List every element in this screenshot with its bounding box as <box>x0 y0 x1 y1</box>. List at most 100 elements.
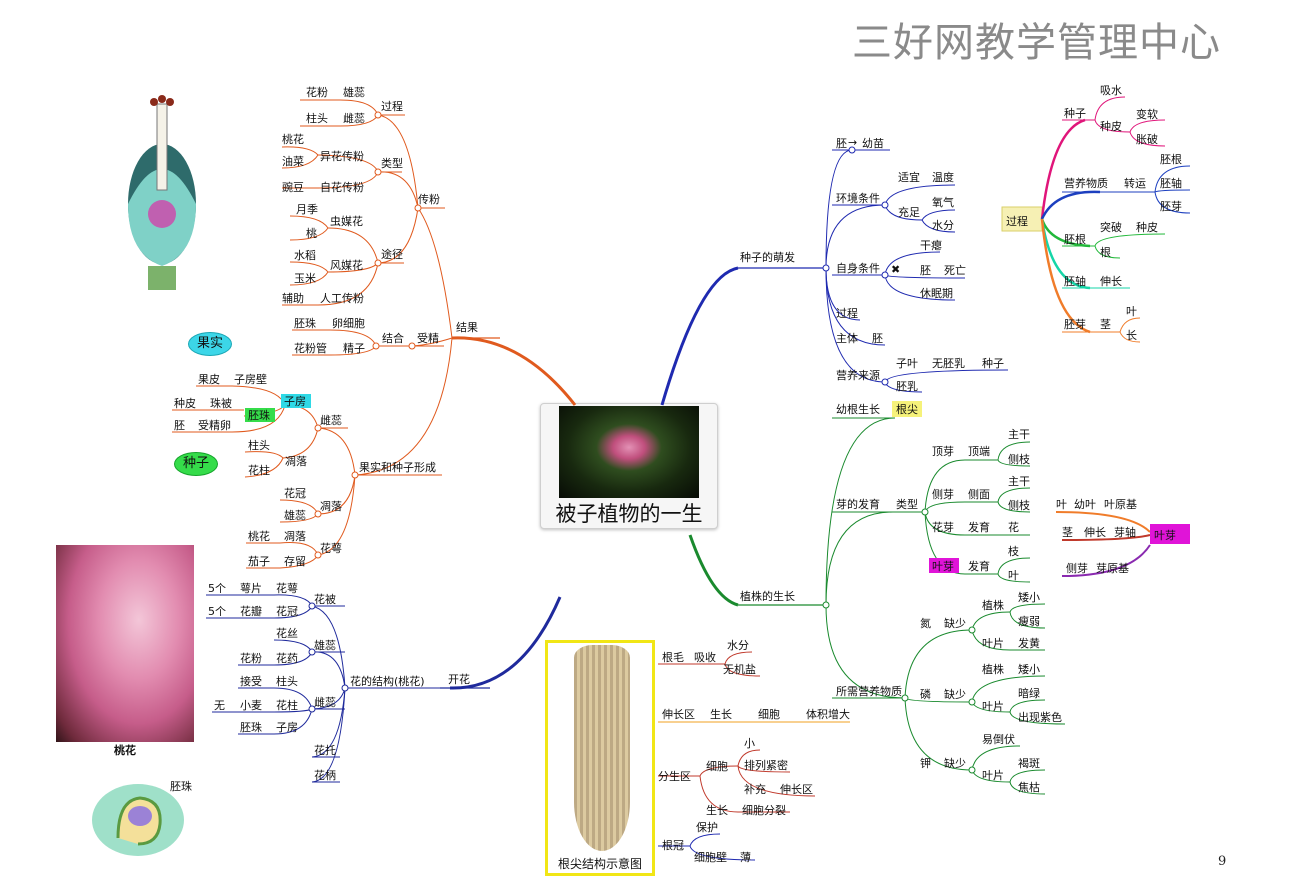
zifangbi-label: 子房壁 <box>234 372 267 386</box>
zifang-k-label: 子房 <box>276 721 298 734</box>
queshao2-label: 缺少 <box>944 687 966 701</box>
yazhou-label: 芽轴 <box>1114 525 1136 539</box>
genmao-label: 根毛 <box>662 650 684 664</box>
watermark-title: 三好网教学管理中心 <box>852 20 1221 66</box>
qiezi-label: 茄子 <box>248 554 270 568</box>
branch-line-mengfa <box>660 266 739 406</box>
xiongrui2-label: 雄蕊 <box>284 508 306 522</box>
tujing-label: 途径 <box>381 247 403 261</box>
huayao-label: 花药 <box>276 652 298 665</box>
genjian-tag: 根尖 <box>896 402 918 416</box>
queshao3-label: 缺少 <box>944 756 966 770</box>
root-tip-caption: 根尖结构示意图 <box>557 857 642 871</box>
genguan-label: 根冠 <box>662 838 684 852</box>
jing-label: 茎 <box>1100 318 1111 331</box>
diaoluo-label: 凋落 <box>285 455 307 468</box>
fruit-tag: 果实 <box>188 332 232 356</box>
center-node: 被子植物的一生 <box>540 403 718 529</box>
xiao-label: 小 <box>744 737 755 750</box>
cezhi-label: 侧枝 <box>1008 452 1030 466</box>
yeya-tag: 叶芽 <box>932 559 954 573</box>
shengzhang2-label: 生长 <box>706 803 728 817</box>
wu-label: 无 <box>214 699 225 712</box>
fayu-label: 发育 <box>968 520 990 534</box>
xiumianqi-label: 休眠期 <box>920 287 953 300</box>
branch-line-jieguo <box>451 336 577 406</box>
guoshi-xingcheng-label: 果实和种子形成 <box>359 460 436 474</box>
peizhou2-label: 胚轴 <box>1064 274 1086 288</box>
huabing-label: 花柄 <box>314 769 336 782</box>
seed-tag: 种子 <box>174 452 218 476</box>
peizhu-k-label: 胚珠 <box>240 720 262 734</box>
zhubei-label: 珠被 <box>210 396 232 410</box>
xiongrui-label: 雄蕊 <box>343 85 365 99</box>
huazhu-k-label: 花柱 <box>276 698 298 712</box>
yougen-label: 幼根生长 <box>836 402 880 416</box>
wuge1-label: 5个 <box>208 582 226 595</box>
cunliu-label: 存留 <box>284 554 306 568</box>
xiaomai-label: 小麦 <box>240 699 262 712</box>
huatuo-label: 花托 <box>314 743 336 757</box>
yayuanji-label: 芽原基 <box>1096 561 1129 575</box>
pei2-m-label: 胚 <box>920 264 931 277</box>
cemian-label: 侧面 <box>968 488 990 501</box>
youmiao-label: 幼苗 <box>862 137 884 150</box>
luanxibao-label: 卵细胞 <box>332 317 365 330</box>
xibao2-label: 细胞 <box>706 760 728 773</box>
yingyang-laiyuan-label: 营养来源 <box>836 368 880 382</box>
jieguo-label: 结果 <box>456 321 478 334</box>
ceya2-label: 侧芽 <box>1066 561 1088 575</box>
tupo-label: 突破 <box>1100 220 1122 234</box>
yepian1-label: 叶片 <box>982 637 1004 650</box>
pei-m-label: 胚 <box>836 137 847 150</box>
zifang-tag: 子房 <box>284 395 306 408</box>
yumi-label: 玉米 <box>294 272 316 285</box>
zishen-label: 自身条件 <box>836 261 880 275</box>
gen-label: 根 <box>1100 245 1111 259</box>
biruan-label: 变软 <box>1136 107 1158 121</box>
jingzi-label: 精子 <box>343 342 365 355</box>
zhuanyun-label: 转运 <box>1124 176 1146 190</box>
yangqi-label: 氧气 <box>932 195 954 209</box>
zhangpo-label: 胀破 <box>1136 132 1158 146</box>
shenchangqu2-label: 伸长区 <box>780 783 813 796</box>
buchong-label: 补充 <box>744 782 766 796</box>
guocheng-box-label: 过程 <box>1006 215 1028 228</box>
fenshengqu-label: 分生区 <box>658 769 691 783</box>
zhugan2-label: 主干 <box>1008 475 1030 488</box>
yeya-box-tag: 叶芽 <box>1154 528 1176 542</box>
peach-flower-photo <box>56 545 194 742</box>
peigen2-label: 胚根 <box>1064 232 1086 246</box>
huae-label: 花萼 <box>320 542 342 555</box>
cirui-k-label: 雌蕊 <box>314 695 336 709</box>
dingduan-label: 顶端 <box>968 445 990 458</box>
fuzhu-label: 辅助 <box>282 291 304 305</box>
peach-caption: 桃花 <box>114 744 136 757</box>
ovule-illustration <box>92 784 184 856</box>
taohua2-label: 桃花 <box>248 529 270 543</box>
shenchang-m-label: 伸长 <box>1100 275 1122 288</box>
page-number: 9 <box>1218 854 1227 869</box>
peiya-label: 胚芽 <box>1160 199 1182 213</box>
queshao1-label: 缺少 <box>944 616 966 630</box>
xishou-label: 吸收 <box>694 650 716 664</box>
shoujing-label: 受精 <box>417 332 439 345</box>
huaban-label: 花瓣 <box>240 604 262 618</box>
huaguan-k-label: 花冠 <box>276 605 298 618</box>
chuxianzise-label: 出现紫色 <box>1018 710 1062 724</box>
zhongpi-m-label: 种皮 <box>1100 119 1122 133</box>
jing-a-label: 茎 <box>1062 526 1073 539</box>
fengmei-label: 风媒花 <box>330 259 363 272</box>
pistil-illustration <box>128 95 196 290</box>
yihua-label: 异花传粉 <box>320 150 364 163</box>
chongmei-label: 虫媒花 <box>330 215 363 228</box>
root-tip-illustration <box>574 645 630 851</box>
ganbie-label: 干瘪 <box>920 238 942 252</box>
branch-line-kaihua <box>449 596 562 690</box>
jiegou-label: 花的结构(桃花) <box>350 674 425 688</box>
huabei-label: 花被 <box>314 593 336 606</box>
zhongzi-m-label: 种子 <box>982 356 1004 370</box>
suoxu-label: 所需营养物质 <box>836 684 902 698</box>
ceya-label: 侧芽 <box>932 487 954 501</box>
